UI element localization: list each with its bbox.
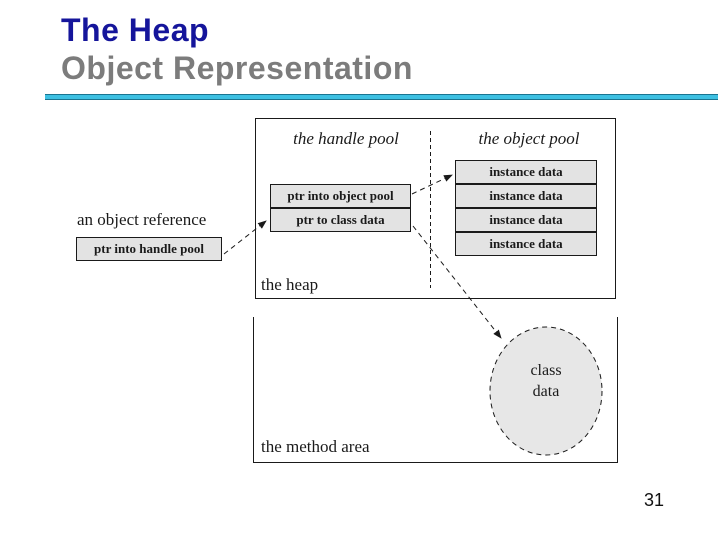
heap-label: the heap [261, 275, 319, 294]
handle-row-ptr-into-object-pool: ptr into object pool [287, 188, 394, 203]
ptr-into-handle-pool-box: ptr into handle pool [76, 237, 222, 261]
object-pool-label: the object pool [478, 129, 580, 148]
class-data-label: class data [490, 360, 602, 402]
handle-row-ptr-to-class-data: ptr to class data [271, 207, 410, 231]
title-underline-rule [45, 94, 718, 100]
instance-data-row: instance data [456, 183, 596, 207]
object-reference-label: an object reference [77, 210, 207, 229]
method-area-box [253, 317, 618, 463]
page-number: 31 [644, 490, 665, 510]
instance-data-row: instance data [489, 164, 563, 179]
handle-pool-label: the handle pool [293, 129, 399, 148]
instance-data-row: instance data [456, 231, 596, 255]
slide-title-line2: Object Representation [61, 50, 413, 86]
class-data-line2: data [532, 383, 560, 400]
object-pool-stack: instance data instance data instance dat… [455, 160, 597, 256]
class-data-line1: class [530, 362, 562, 379]
handle-entry-box: ptr into object pool ptr to class data [270, 184, 411, 232]
instance-data-row: instance data [456, 207, 596, 231]
method-area-label: the method area [261, 437, 370, 456]
slide-title-line1: The Heap [61, 12, 210, 48]
